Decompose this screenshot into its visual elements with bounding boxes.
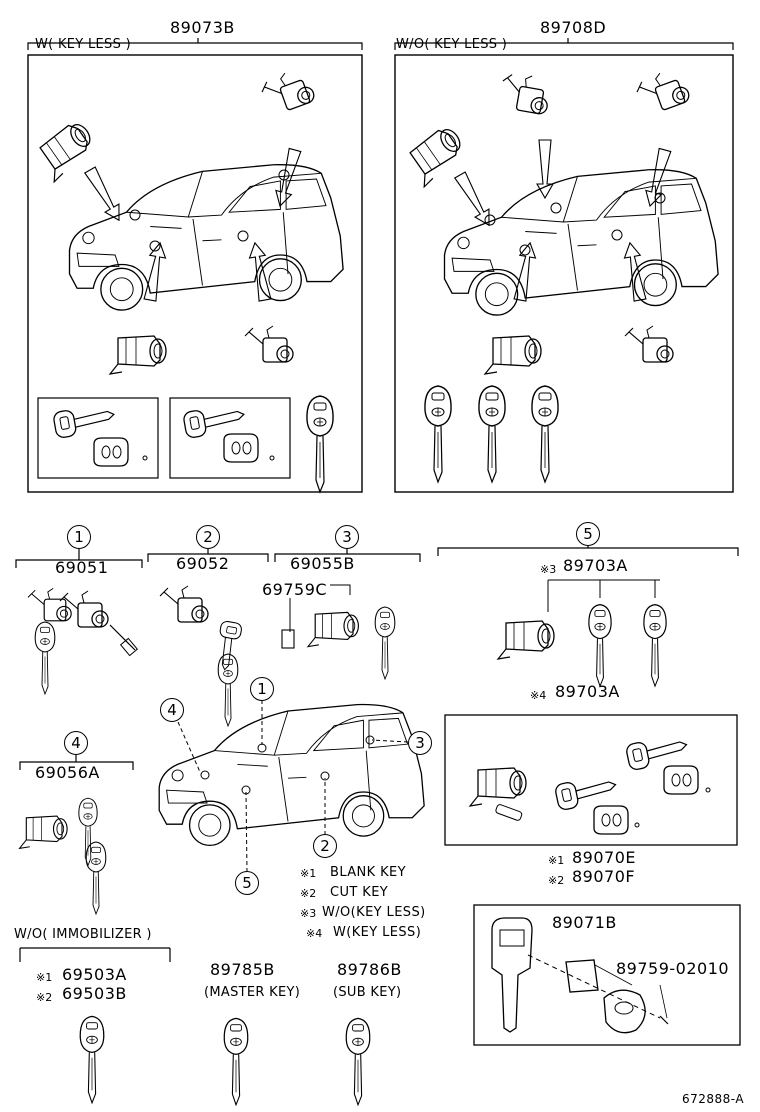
immobilizer-part-1: 69503A [62, 965, 127, 984]
car-callout-4: 4 [160, 698, 184, 722]
group-4-parts [18, 755, 134, 915]
bottom-keys [19, 947, 371, 1106]
top-right-kit-box [394, 38, 734, 493]
group-5-mark-b: ※4 [530, 689, 547, 702]
legend-mark-2: ※2 [300, 887, 317, 900]
group-1-parts [15, 547, 143, 695]
group-5-index: 5 [576, 522, 600, 546]
top-right-part-number: 89708D [540, 18, 607, 37]
group-1-index: 1 [67, 525, 91, 549]
key-code-mark-1: ※1 [548, 854, 565, 867]
group-3-index: 3 [335, 525, 359, 549]
group-4-index: 4 [64, 731, 88, 755]
immobilizer-mark-2: ※2 [36, 991, 53, 1004]
immobilizer-part-2: 69503B [62, 984, 127, 1003]
figure-code: 672888-A [682, 1092, 745, 1106]
transmitter-sub-part-number: 89759-02010 [616, 959, 730, 978]
legend-text-3: W/O(KEY LESS) [322, 905, 426, 920]
key-code-part-2: 89070F [572, 867, 636, 886]
group-5-part-number-b: 89703A [555, 682, 620, 701]
legend-text-2: CUT KEY [330, 885, 389, 900]
group-2-part-number: 69052 [176, 554, 230, 573]
car-callout-5: 5 [235, 871, 259, 895]
immobilizer-mark-1: ※1 [36, 971, 53, 984]
center-car [158, 700, 425, 873]
top-left-kit-box [27, 38, 363, 493]
key-code-part-1: 89070E [572, 848, 637, 867]
group-2-index: 2 [196, 525, 220, 549]
car-callout-1: 1 [250, 677, 274, 701]
car-callout-2: 2 [313, 834, 337, 858]
key-code-mark-2: ※2 [548, 874, 565, 887]
sub-key-caption: (SUB KEY) [333, 985, 402, 1000]
transmitter-part-number: 89071B [552, 913, 617, 932]
car-callout-3: 3 [408, 731, 432, 755]
group-3-sub-part-number: 69759C [262, 580, 328, 599]
legend-mark-4: ※4 [306, 927, 323, 940]
group-5-parts [437, 542, 741, 1046]
legend-mark-1: ※1 [300, 867, 317, 880]
top-left-caption: W( KEY LESS ) [35, 37, 131, 52]
legend-text-4: W(KEY LESS) [333, 925, 422, 940]
legend-mark-3: ※3 [300, 907, 317, 920]
group-5-mark-a: ※3 [540, 563, 557, 576]
group-3-part-number: 69055B [290, 554, 355, 573]
legend-text-1: BLANK KEY [330, 865, 407, 880]
group-4-part-number: 69056A [35, 763, 100, 782]
immobilizer-caption: W/O( IMMOBILIZER ) [14, 927, 152, 942]
top-right-caption: W/O( KEY LESS ) [396, 37, 508, 52]
group-1-part-number: 69051 [55, 558, 109, 577]
master-key-caption: (MASTER KEY) [204, 985, 301, 1000]
master-key-part-number: 89785B [210, 960, 275, 979]
sub-key-part-number: 89786B [337, 960, 402, 979]
top-left-part-number: 89073B [170, 18, 235, 37]
group-5-part-number-a: 89703A [563, 556, 628, 575]
